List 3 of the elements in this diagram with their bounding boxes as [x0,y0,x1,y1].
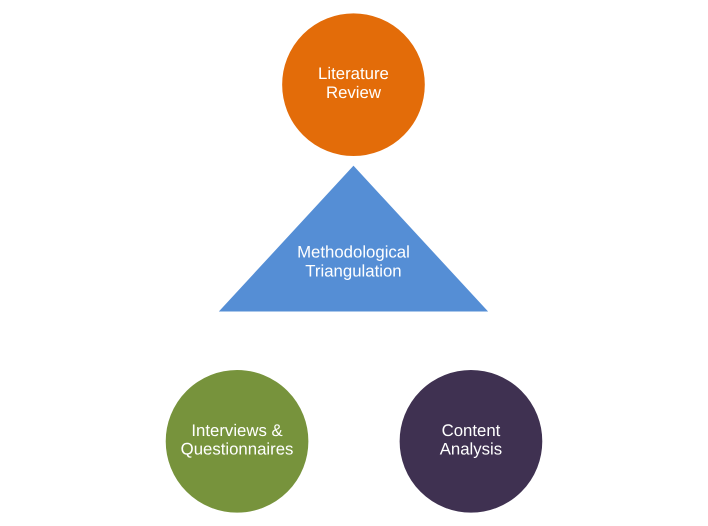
node-circle: Literature Review [281,12,426,158]
node-circle: Content Analysis [398,368,544,514]
node-circle: Interviews & Questionnaires [164,368,310,514]
